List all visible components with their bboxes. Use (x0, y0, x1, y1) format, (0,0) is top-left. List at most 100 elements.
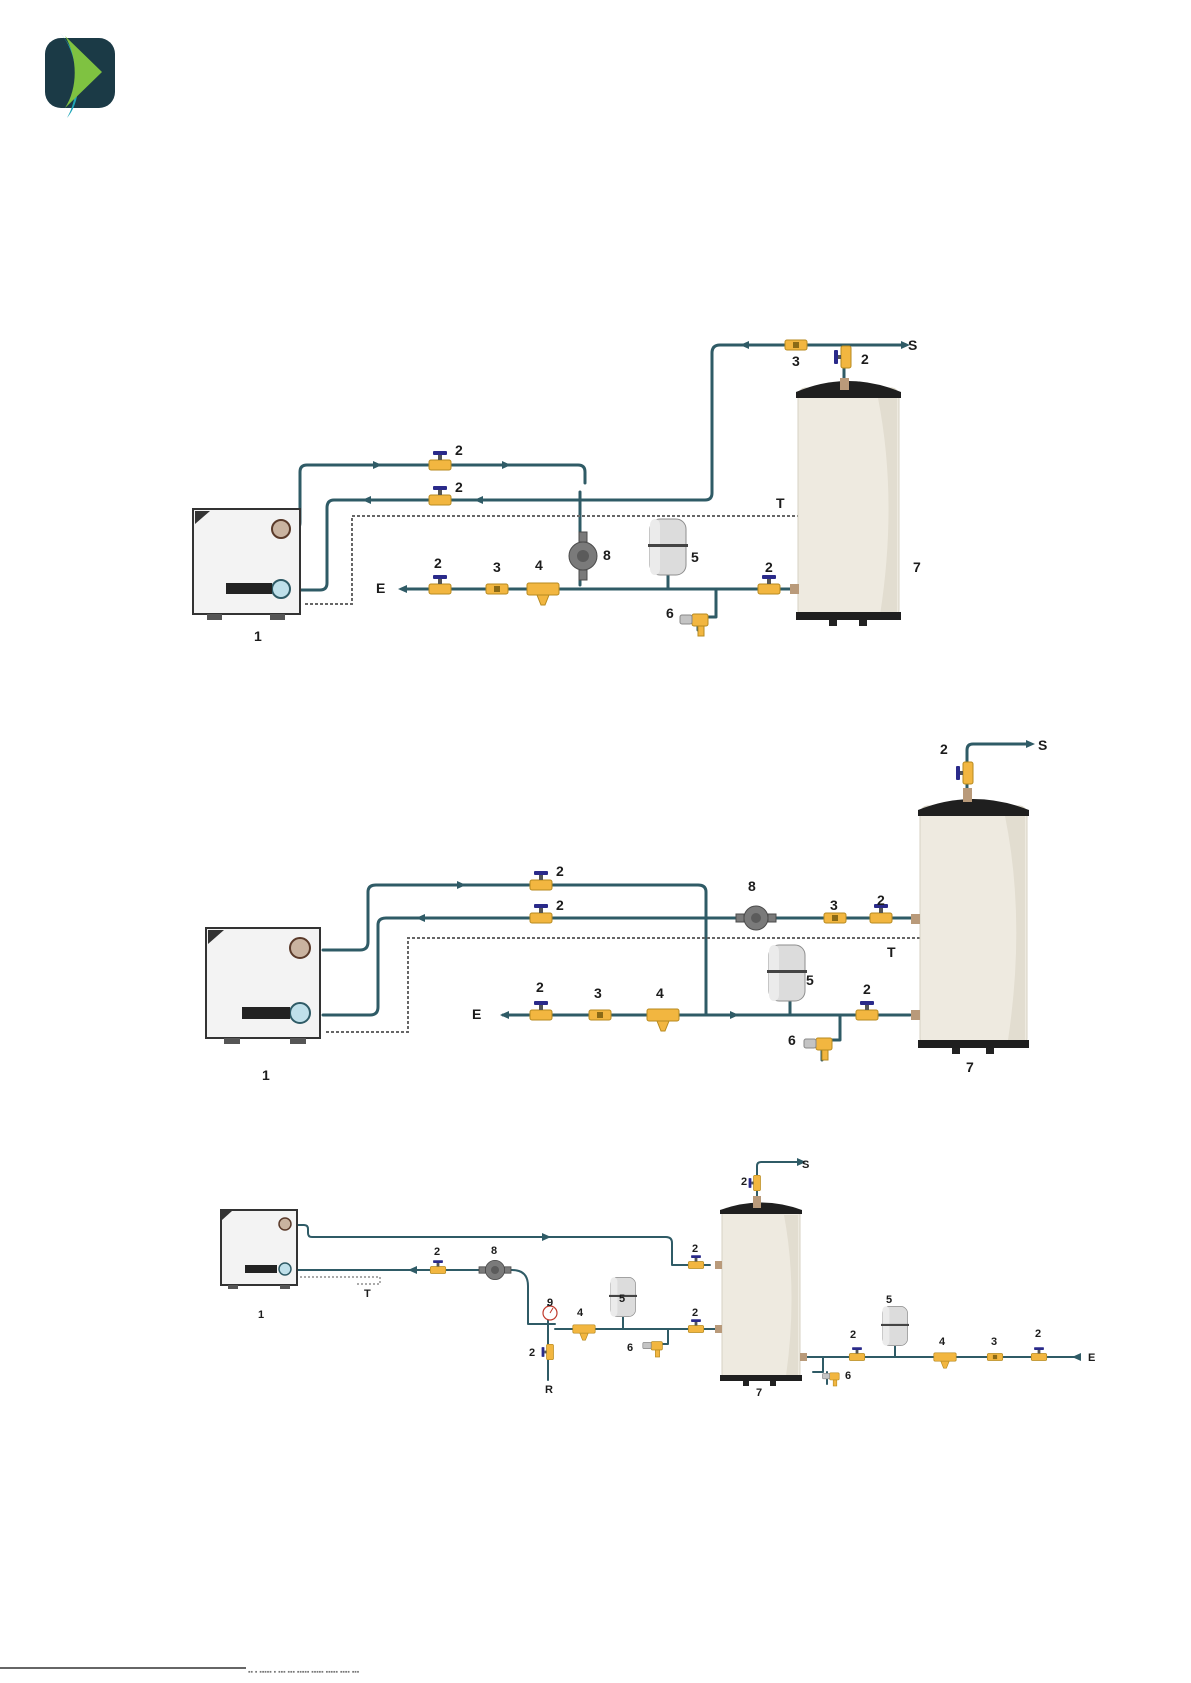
label-1: 1 (262, 1067, 270, 1083)
label-T: T (776, 495, 785, 511)
boiler-icon (206, 928, 320, 1044)
label-1: 1 (258, 1309, 264, 1321)
ball-valve-icon (530, 904, 552, 923)
ball-valve-icon (429, 575, 451, 594)
label-6: 6 (845, 1370, 851, 1382)
label-3: 3 (991, 1336, 997, 1348)
safety-valve-icon (643, 1342, 663, 1357)
check-valve-icon (486, 584, 508, 594)
hot-water-tank-icon (790, 378, 901, 626)
label-1: 1 (254, 628, 262, 644)
label-4: 4 (577, 1307, 584, 1319)
safety-valve-icon (804, 1038, 832, 1060)
ball-valve-icon (430, 1260, 445, 1273)
check-valve-icon (987, 1354, 1002, 1361)
label-2: 2 (692, 1243, 698, 1255)
label-4: 4 (656, 985, 664, 1001)
check-valve-icon (589, 1010, 611, 1020)
ball-valve-icon (429, 451, 451, 470)
label-3: 3 (493, 559, 501, 575)
label-2: 2 (455, 442, 463, 458)
label-6: 6 (788, 1032, 796, 1048)
label-2: 2 (556, 863, 564, 879)
label-2: 2 (861, 351, 869, 367)
label-7: 7 (756, 1387, 762, 1399)
label-3: 3 (830, 897, 838, 913)
label-8: 8 (748, 878, 756, 894)
circulation-pump-icon (736, 906, 776, 930)
label-3: 3 (792, 353, 800, 369)
label-2: 2 (434, 1246, 440, 1258)
strainer-filter-icon (573, 1325, 595, 1340)
label-2: 2 (741, 1176, 747, 1188)
safety-valve-icon (822, 1373, 839, 1386)
ball-valve-icon (956, 762, 973, 784)
check-valve-icon (824, 913, 846, 923)
label-8: 8 (491, 1245, 497, 1257)
label-7: 7 (913, 559, 921, 575)
label-T: T (364, 1288, 371, 1300)
ball-valve-icon (1031, 1347, 1046, 1360)
label-6: 6 (627, 1342, 633, 1354)
label-E: E (376, 580, 385, 596)
label-5: 5 (691, 549, 699, 565)
label-R: R (545, 1384, 553, 1396)
ball-valve-icon (758, 575, 780, 594)
label-2: 2 (765, 559, 773, 575)
circulation-pump-icon (569, 532, 597, 580)
label-2: 2 (556, 897, 564, 913)
label-2: 2 (940, 741, 948, 757)
label-S: S (908, 337, 917, 353)
ball-valve-icon (834, 346, 851, 368)
label-2: 2 (536, 979, 544, 995)
label-6: 6 (666, 605, 674, 621)
label-9: 9 (547, 1297, 553, 1309)
label-2: 2 (529, 1347, 535, 1359)
label-4: 4 (535, 557, 543, 573)
expansion-vessel-icon (648, 519, 688, 575)
expansion-vessel-icon (767, 945, 807, 1001)
ball-valve-icon (849, 1347, 864, 1360)
label-2: 2 (434, 555, 442, 571)
ball-valve-icon (856, 1001, 878, 1020)
label-5: 5 (886, 1294, 892, 1306)
diagram-1: 2 2 3 2 S T 8 5 7 2 3 4 2 E 6 1 (193, 337, 921, 644)
diagram-2: 2 S 2 2 8 3 2 T 2 3 4 5 2 E 6 1 7 (206, 737, 1047, 1083)
label-T: T (887, 944, 896, 960)
ball-valve-icon (749, 1175, 761, 1190)
label-2: 2 (877, 892, 885, 908)
label-E: E (1088, 1352, 1095, 1364)
footer-text: ▪▪ ▪ ▪▪▪▪▪ ▪ ▪▪▪ ▪▪▪ ▪▪▪▪▪ ▪▪▪▪▪ ▪▪▪▪▪ ▪… (248, 1669, 359, 1676)
label-S: S (802, 1159, 809, 1171)
label-2: 2 (1035, 1328, 1041, 1340)
label-2: 2 (455, 479, 463, 495)
ball-valve-icon (530, 871, 552, 890)
label-E: E (472, 1006, 481, 1022)
ball-valve-icon (530, 1001, 552, 1020)
label-2: 2 (863, 981, 871, 997)
label-2: 2 (850, 1329, 856, 1341)
strainer-filter-icon (527, 583, 559, 605)
label-3: 3 (594, 985, 602, 1001)
check-valve-icon (785, 340, 807, 350)
boiler-icon (221, 1210, 297, 1289)
label-S: S (1038, 737, 1047, 753)
label-7: 7 (966, 1059, 974, 1075)
strainer-filter-icon (647, 1009, 679, 1031)
hot-water-tank-icon (911, 788, 1029, 1054)
safety-valve-icon (680, 614, 708, 636)
expansion-vessel-icon (881, 1306, 909, 1345)
label-5: 5 (806, 972, 814, 988)
ball-valve-icon (429, 486, 451, 505)
label-8: 8 (603, 547, 611, 563)
label-4: 4 (939, 1336, 946, 1348)
ball-valve-icon (688, 1319, 703, 1332)
label-2: 2 (692, 1307, 698, 1319)
ball-valve-icon (542, 1344, 554, 1359)
strainer-filter-icon (934, 1353, 956, 1368)
hot-water-tank-icon (715, 1196, 807, 1386)
diagram-3: 2 S 2 8 2 T 1 5 9 4 2 2 6 R 7 5 2 4 3 2 … (221, 1158, 1095, 1399)
label-5: 5 (619, 1293, 625, 1305)
boiler-icon (193, 509, 300, 620)
